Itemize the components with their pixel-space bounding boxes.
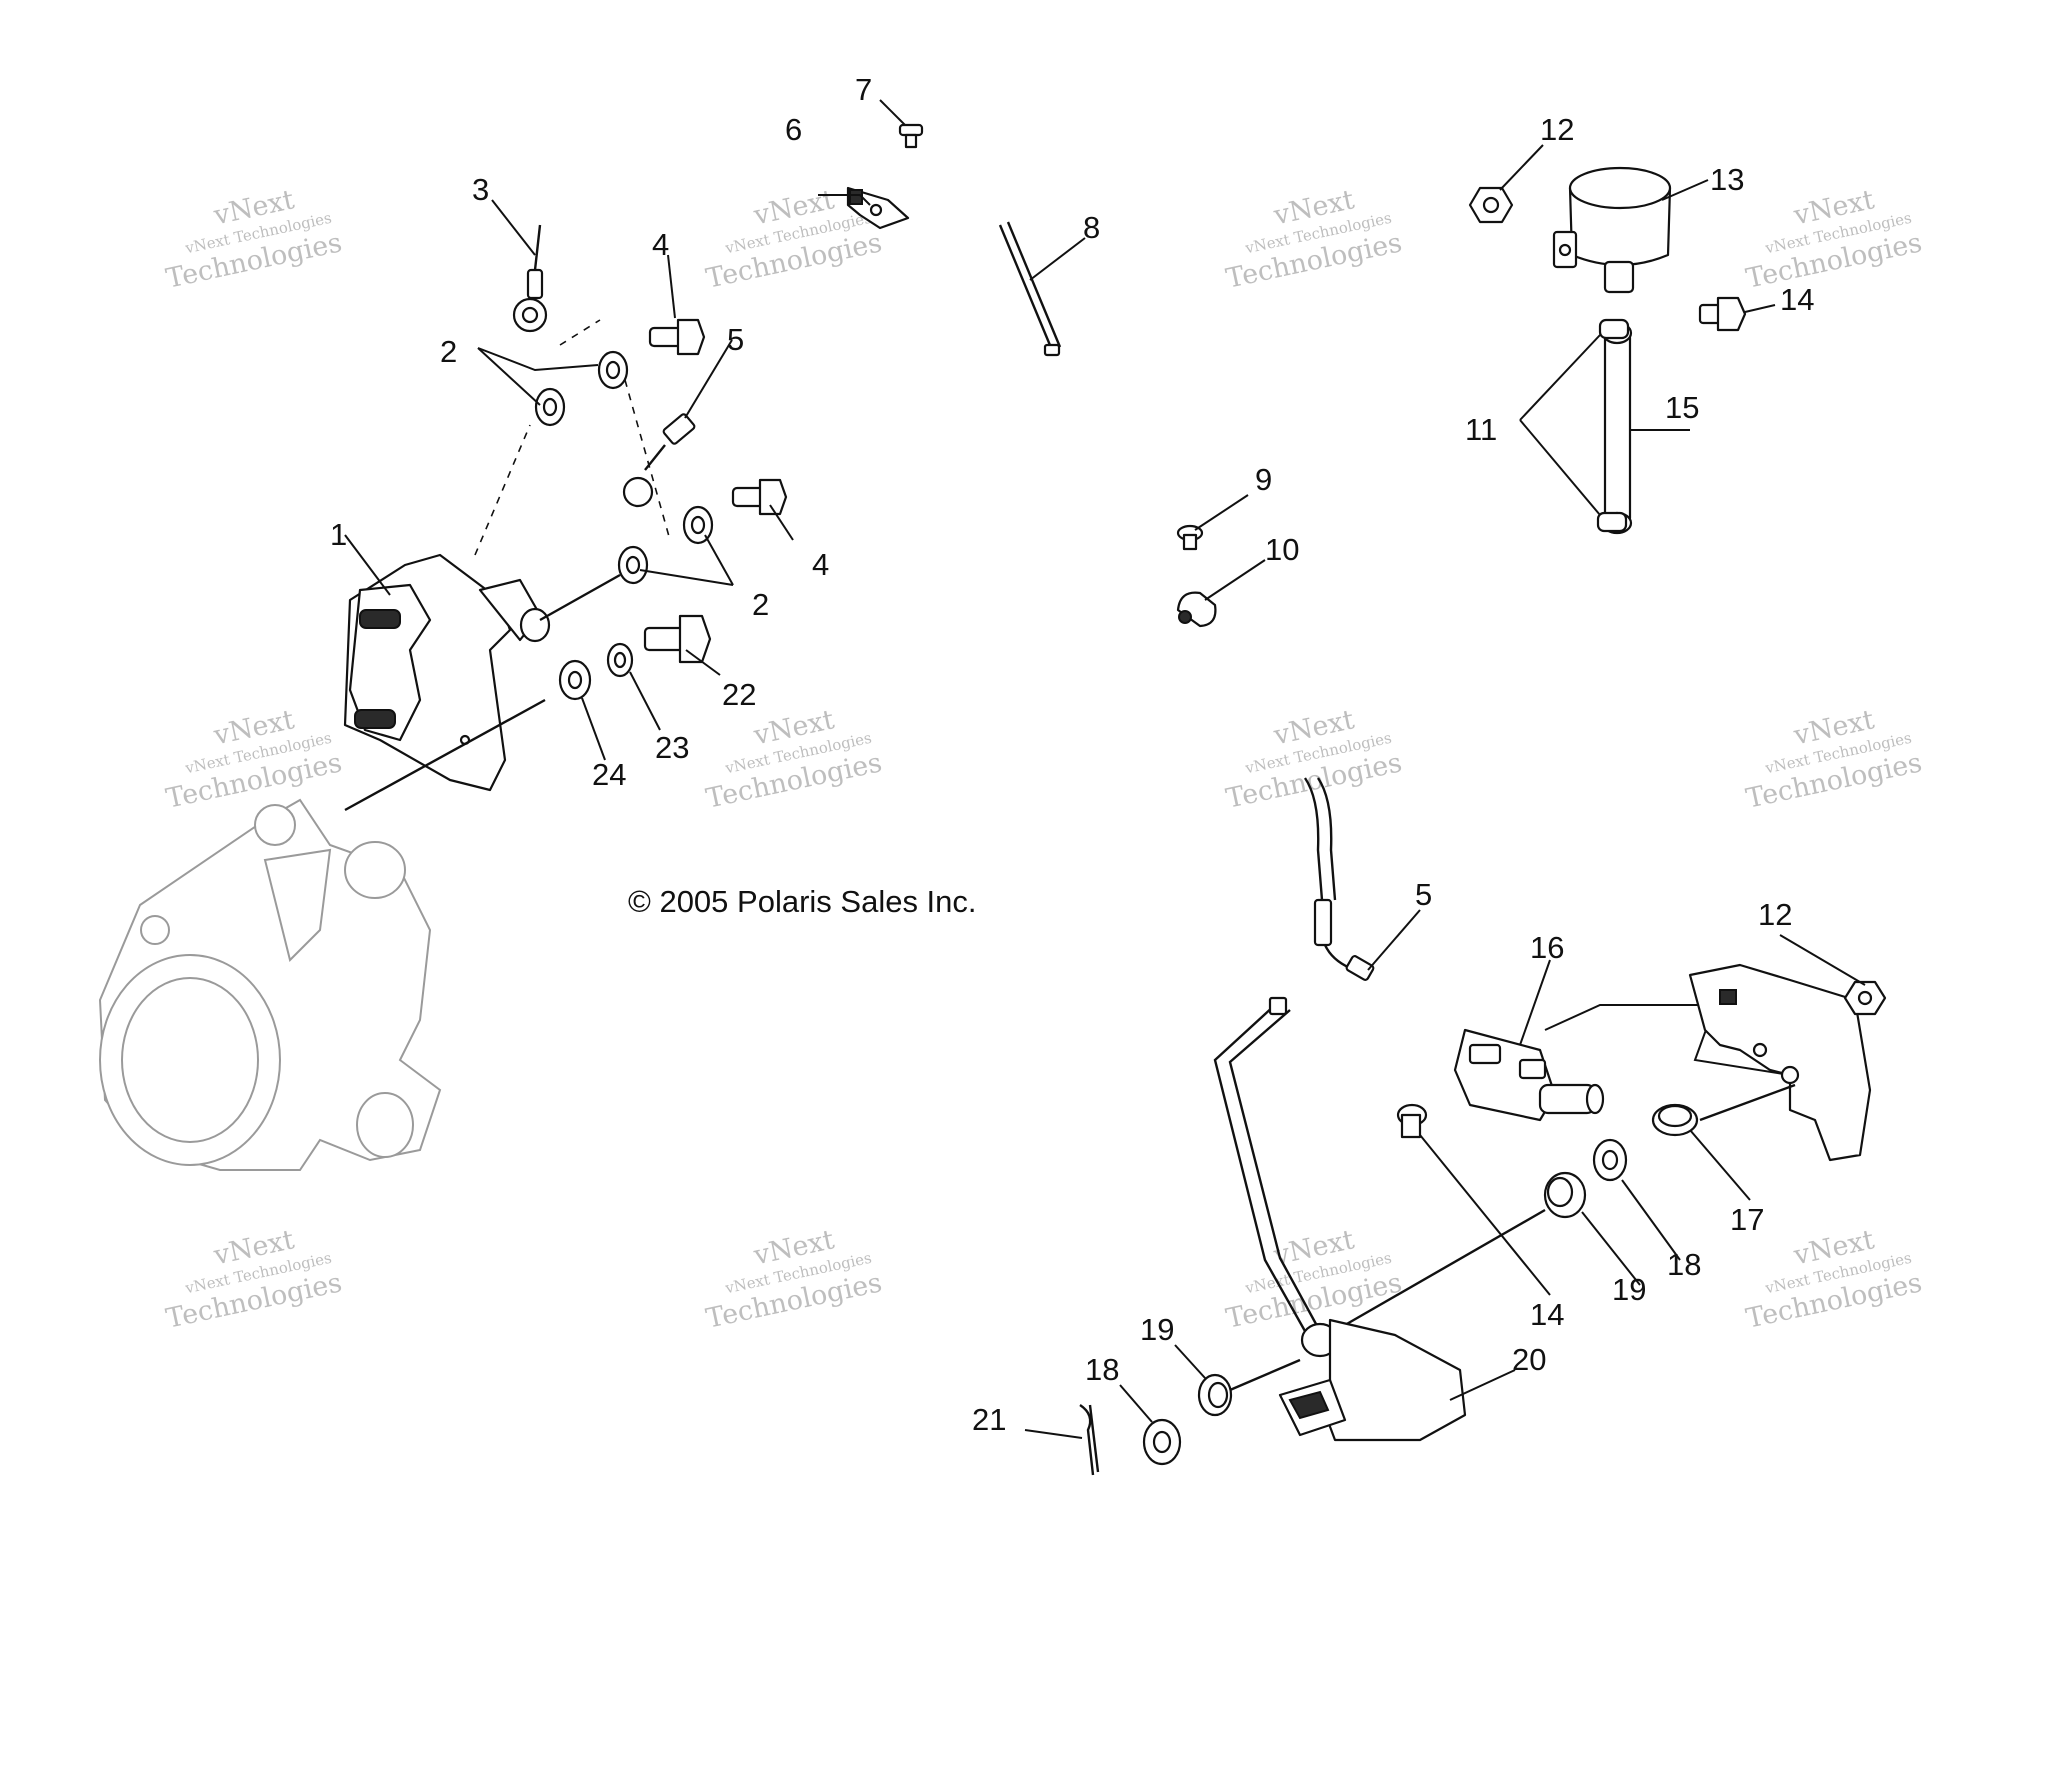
brake-line xyxy=(1303,777,1375,981)
callout-12: 12 xyxy=(1758,897,1792,932)
callout-14: 14 xyxy=(1530,1297,1564,1332)
hose-clip xyxy=(1596,511,1628,533)
callout-11: 11 xyxy=(1465,412,1497,447)
callout-6: 6 xyxy=(785,112,802,147)
assembly-line xyxy=(539,573,621,622)
rear-hub-knuckle xyxy=(98,798,442,1171)
callout-16: 16 xyxy=(1530,930,1564,965)
hose-clip xyxy=(1598,318,1630,340)
pivot-bolt xyxy=(1396,1103,1428,1139)
banjo-bolt xyxy=(648,318,706,356)
callout-9: 9 xyxy=(1255,462,1272,497)
callout-4: 4 xyxy=(652,227,669,262)
callout-23: 23 xyxy=(655,730,689,765)
sealing-washer xyxy=(597,350,629,390)
leader-lines xyxy=(344,99,1866,1439)
callout-20: 20 xyxy=(1512,1342,1546,1377)
callout-19: 19 xyxy=(1140,1312,1174,1347)
brake-caliper xyxy=(343,553,551,792)
callout-14: 14 xyxy=(1780,282,1814,317)
callout-18: 18 xyxy=(1085,1352,1119,1387)
assembly-line xyxy=(1344,1208,1546,1327)
assembly-line xyxy=(1229,1358,1301,1392)
brake-fluid-reservoir xyxy=(1552,166,1672,294)
bracket-screw xyxy=(898,123,924,149)
pedal-washer xyxy=(1142,1418,1182,1466)
callout-13: 13 xyxy=(1710,162,1744,197)
reservoir-bolt xyxy=(1698,296,1747,332)
banjo-bolt xyxy=(731,478,788,516)
alignment-line xyxy=(474,319,601,556)
copyright-notice: © 2005 Polaris Sales Inc. xyxy=(628,884,977,919)
callout-18: 18 xyxy=(1667,1247,1701,1282)
clamp-screw xyxy=(1176,524,1204,551)
callout-5: 5 xyxy=(1415,877,1432,912)
pivot-bushing xyxy=(1543,1171,1587,1219)
sealing-washer xyxy=(534,387,566,427)
brake-hose-banjo xyxy=(512,224,548,333)
callout-2: 2 xyxy=(440,334,457,369)
callout-24: 24 xyxy=(592,757,626,792)
sealing-washer xyxy=(682,505,714,545)
retaining-pin xyxy=(998,221,1062,357)
reservoir-nut xyxy=(1468,186,1514,224)
master-cylinder xyxy=(1453,1004,1791,1122)
callout-15: 15 xyxy=(1665,390,1699,425)
callout-5: 5 xyxy=(727,322,744,357)
callouts: 1 2 2 3 4 4 5 5 6 7 8 9 10 11 12 12 13 1… xyxy=(330,72,1814,1437)
callout-8: 8 xyxy=(1083,210,1100,245)
mount-washer-large xyxy=(558,659,592,701)
callout-21: 21 xyxy=(972,1402,1006,1437)
callout-3: 3 xyxy=(472,172,489,207)
alignment-line xyxy=(624,379,671,541)
assembly-line xyxy=(1699,1083,1796,1122)
callout-19: 19 xyxy=(1612,1272,1646,1307)
callout-7: 7 xyxy=(855,72,872,107)
bracket-nut xyxy=(1843,980,1887,1016)
callout-2: 2 xyxy=(752,587,769,622)
callout-22: 22 xyxy=(722,677,756,712)
cotter-pin xyxy=(1079,1404,1100,1476)
sealing-washer xyxy=(617,545,649,585)
callout-17: 17 xyxy=(1730,1202,1764,1237)
callout-10: 10 xyxy=(1265,532,1299,567)
reservoir-hose xyxy=(1601,321,1633,535)
callout-1: 1 xyxy=(330,517,347,552)
caliper-mount-bolt xyxy=(643,614,712,664)
callout-4: 4 xyxy=(812,547,829,582)
assembly-line xyxy=(344,698,546,812)
hose-clamp xyxy=(1176,591,1217,628)
pedal-bushing xyxy=(1197,1373,1233,1417)
master-cylinder-bracket xyxy=(1688,963,1872,1162)
spring-clip xyxy=(1651,1103,1699,1137)
brake-pedal xyxy=(1213,996,1467,1442)
callout-12: 12 xyxy=(1540,112,1574,147)
pivot-washer xyxy=(1592,1138,1628,1182)
brake-line-fitting xyxy=(622,413,696,508)
mount-washer xyxy=(606,642,634,678)
